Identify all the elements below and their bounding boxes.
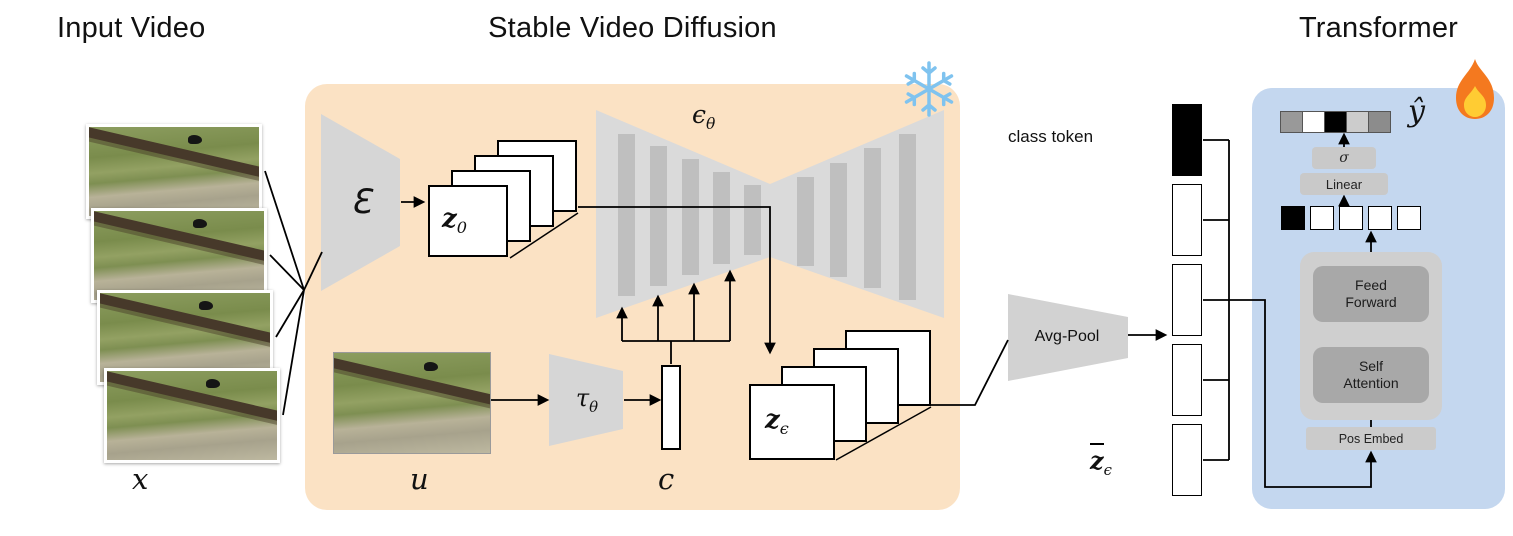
latent-frame-front: z0: [428, 185, 508, 257]
output-square: [1280, 111, 1303, 133]
output-square: [1324, 111, 1347, 133]
z-bar-label: zϵ: [1090, 443, 1112, 479]
transformer-block: Feed Forward Self Attention: [1300, 252, 1442, 420]
c-vector: [661, 365, 681, 450]
token: [1172, 264, 1202, 336]
feed-forward-box: Feed Forward: [1313, 266, 1429, 322]
video-frame: [104, 368, 280, 463]
output-squares: [1280, 111, 1391, 133]
linear-box: Linear: [1300, 173, 1388, 195]
conditioning-image: [333, 352, 491, 454]
output-square: [1302, 111, 1325, 133]
input-squares: [1281, 206, 1421, 230]
transformer-title: Transformer: [1298, 12, 1459, 44]
y-hat-label: ŷ: [1408, 94, 1425, 129]
input-square: [1368, 206, 1392, 230]
latent-frame-front: zϵ: [749, 384, 835, 460]
input-square: [1281, 206, 1305, 230]
input-video-title: Input Video: [57, 12, 206, 44]
output-square: [1346, 111, 1369, 133]
encoder-label: Ɛ: [350, 182, 372, 222]
input-square: [1339, 206, 1363, 230]
pos-embed-box: Pos Embed: [1306, 427, 1436, 450]
z0-stack: z0: [428, 140, 578, 258]
unet-label: ϵθ: [692, 100, 716, 133]
u-label: u: [410, 462, 429, 496]
token: [1172, 424, 1202, 496]
token: [1172, 344, 1202, 416]
video-frame: [86, 124, 262, 219]
class-token-label: class token: [1008, 127, 1094, 146]
self-attention-box: Self Attention: [1313, 347, 1429, 403]
z-eps-stack: zϵ: [749, 330, 933, 462]
snowflake-icon: [904, 61, 954, 117]
sigma-box: σ: [1312, 147, 1376, 169]
z-eps-label: zϵ: [765, 405, 789, 439]
svd-title: Stable Video Diffusion: [488, 12, 777, 44]
tau-label: τθ: [575, 384, 599, 416]
token-column: [1172, 104, 1202, 496]
input-square: [1310, 206, 1334, 230]
z0-label: z0: [442, 204, 468, 238]
token: [1172, 104, 1202, 176]
video-frame: [91, 208, 267, 303]
token: [1172, 184, 1202, 256]
c-label: c: [658, 462, 675, 496]
avg-pool-label: Avg-Pool: [1034, 328, 1100, 345]
output-square: [1368, 111, 1391, 133]
x-label: x: [132, 462, 149, 496]
fire-icon: [1456, 59, 1494, 119]
input-square: [1397, 206, 1421, 230]
